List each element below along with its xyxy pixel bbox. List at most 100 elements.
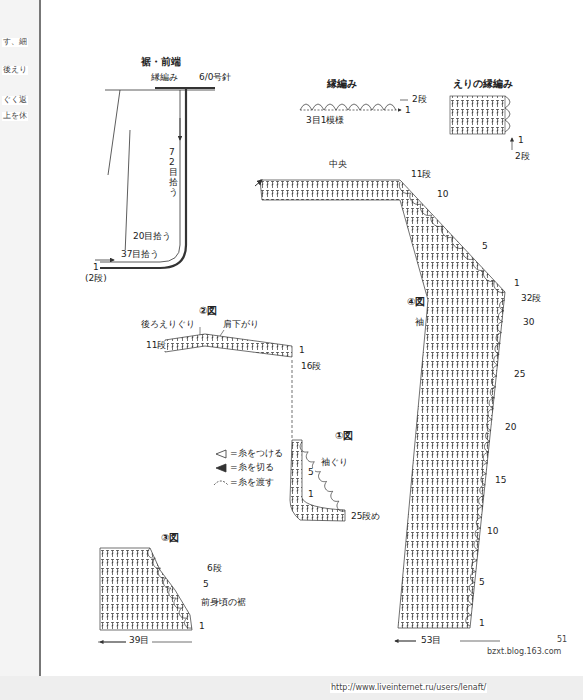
scallop	[497, 322, 502, 333]
scallop	[489, 398, 494, 409]
chart-label: 5	[478, 578, 486, 588]
scallop	[487, 420, 492, 431]
chart-label: ぐく返	[2, 96, 28, 105]
scallop	[163, 578, 171, 588]
chart-label: 15	[494, 476, 507, 486]
scallop	[490, 387, 495, 398]
scallop	[484, 441, 489, 452]
width-arrow	[100, 642, 126, 643]
sleeve-chart	[260, 180, 505, 628]
edging-chart	[300, 100, 408, 110]
scallop	[476, 517, 481, 528]
chart-label: 肩下がり	[222, 320, 260, 330]
width-arrow	[395, 641, 500, 642]
scallop	[153, 558, 161, 568]
scallop	[473, 550, 478, 561]
scallop	[331, 491, 339, 501]
chart-label: 20	[504, 423, 517, 433]
chart-label: 後えり	[2, 66, 28, 75]
chart-label: 1	[92, 263, 100, 273]
scallop	[495, 343, 500, 354]
neck-chart	[165, 334, 292, 357]
chart-label: 裾・前端	[140, 56, 182, 67]
chart-label: 51	[556, 636, 568, 645]
scallop	[319, 472, 327, 482]
chart-label: 39目	[128, 636, 150, 646]
chart-label: 中央	[328, 160, 348, 170]
chart-label: 縁編み	[150, 73, 179, 83]
page-edge	[39, 0, 41, 700]
scallop	[174, 598, 182, 608]
scallop	[479, 496, 484, 507]
chart-label: http://www.liveinternet.ru/users/lenaft/	[330, 684, 487, 693]
garment-outline	[95, 88, 215, 268]
chart-label: 1	[307, 490, 315, 500]
collar-chart	[450, 96, 505, 134]
scallop	[468, 593, 473, 604]
scallop	[486, 430, 491, 441]
chart-label: 11段	[410, 170, 432, 180]
chart-label: 25	[513, 370, 526, 380]
chart-label: 25段め	[350, 512, 381, 522]
scallop	[482, 463, 487, 474]
chart-label: 53目	[420, 636, 442, 646]
scallop	[496, 333, 501, 344]
hem-chart	[100, 548, 192, 630]
scallop	[481, 474, 486, 485]
scallop	[474, 539, 479, 550]
chart-label: 1	[404, 106, 412, 116]
chart-label: 2段	[411, 95, 428, 105]
scallop	[325, 481, 333, 491]
armhole-chart	[290, 440, 345, 521]
scallop	[488, 409, 493, 420]
scallop	[498, 311, 503, 322]
scallop	[493, 365, 498, 376]
chart-label: 袖ぐり	[320, 458, 349, 468]
scallop	[452, 237, 463, 248]
chart-label: 10	[486, 527, 499, 537]
chart-label: 6段	[206, 564, 223, 574]
chart-label: 2段	[514, 152, 531, 162]
row-arrow	[512, 138, 513, 150]
scallop	[158, 568, 166, 578]
chart-label: 30	[522, 318, 535, 328]
scallop	[300, 442, 308, 452]
chart-label: 5	[202, 580, 210, 590]
legend-text: =糸をつける	[229, 449, 284, 459]
page-gutter	[0, 0, 40, 700]
scallop	[473, 259, 484, 270]
chart-label: ④図	[406, 296, 426, 307]
chart-label: 前身頃の裾	[200, 598, 247, 608]
page-bottom	[0, 676, 583, 700]
chart-label: bzxt.blog.163.com	[486, 648, 562, 657]
chart-label: 袖	[414, 318, 425, 328]
scallop	[399, 182, 410, 193]
legend-symbols	[214, 450, 228, 485]
chart-label: 37目拾う	[120, 250, 160, 260]
chart-label: 1	[298, 346, 306, 356]
yarn-join	[255, 180, 262, 186]
chart-label: ②図	[198, 305, 218, 316]
scallop	[431, 215, 442, 226]
scallop	[491, 376, 496, 387]
scallop	[441, 226, 452, 237]
chart-label: 6/0号針	[198, 73, 232, 83]
chart-label: 72目拾う	[168, 148, 179, 197]
chart-label: 10	[436, 190, 449, 200]
scallop	[169, 588, 177, 598]
scallop	[420, 204, 431, 215]
width-arrow	[395, 641, 416, 642]
chart-label: 11段	[145, 341, 167, 351]
chart-label: ③図	[160, 532, 180, 543]
legend-text: =糸を切る	[229, 463, 275, 473]
chart-label: 縁編み	[326, 78, 358, 89]
scallop	[148, 548, 156, 558]
chart-label: ①図	[334, 430, 354, 441]
scallop	[467, 604, 472, 615]
scallop	[500, 300, 505, 311]
collar-scallop	[505, 96, 510, 132]
scallop	[477, 506, 482, 517]
scallop	[469, 583, 474, 594]
scallop	[184, 618, 192, 628]
